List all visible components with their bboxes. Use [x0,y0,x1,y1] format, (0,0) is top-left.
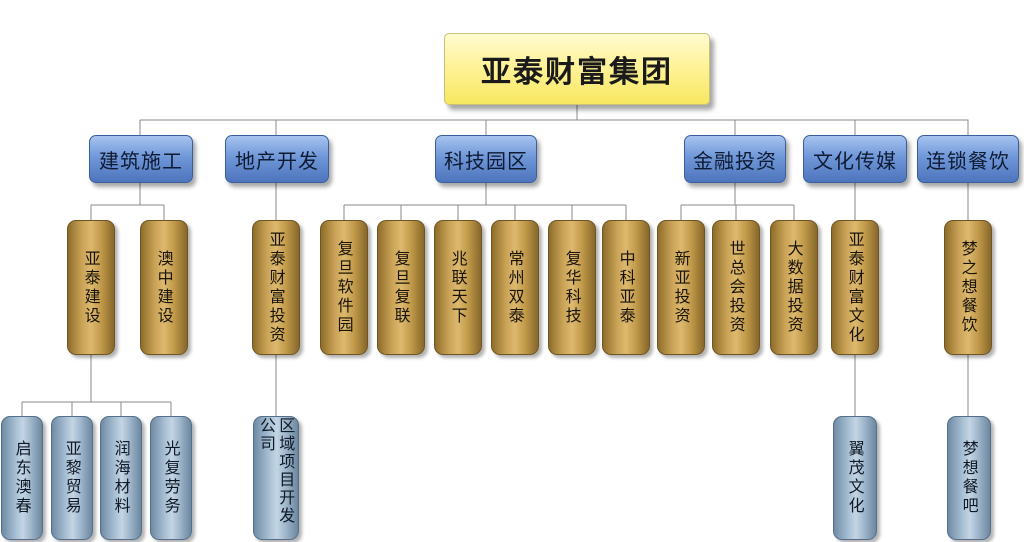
company-dashuju-touzi: 大数据投资 [770,220,818,355]
company-yatai-caifu-touzi: 亚泰财富投资 [252,220,300,355]
company-zhongke-yatai: 中科亚泰 [602,220,650,355]
subsidiary-yimao-wenhua: 翼茂文化 [833,416,877,540]
company-mengzhixiang-canyin: 梦之想餐饮 [944,220,992,355]
subsidiary-guangfu-laowu: 光复劳务 [150,416,192,540]
category-culture: 文化传媒 [803,135,907,183]
company-aozhong-jianshe: 澳中建设 [140,220,188,355]
subsidiary-runhai-cailiao: 润海材料 [100,416,142,540]
subsidiary-mengxiang-canba: 梦想餐吧 [947,416,991,540]
subsidiary-yali-maoyi: 亚黎贸易 [51,416,93,540]
company-shizonghui-touzi: 世总会投资 [712,220,760,355]
root-node: 亚泰财富集团 [444,33,710,105]
company-yatai-jianshe: 亚泰建设 [67,220,115,355]
category-catering: 连锁餐饮 [917,135,1019,183]
subsidiary-qidong-aochun: 启东澳春 [1,416,43,540]
subsidiary-quyu-xiangmu-kaifa: 区域项目开发公司 [253,416,299,540]
category-realestate: 地产开发 [225,135,329,183]
company-zhaolian-tianxia: 兆联天下 [434,220,482,355]
company-fuhua-keji: 复华科技 [548,220,596,355]
company-yatai-caifu-wenhua: 亚泰财富文化 [831,220,879,355]
category-techpark: 科技园区 [435,135,537,183]
company-fudan-ruanjianyuan: 复旦软件园 [320,220,368,355]
company-changzhou-shuangtai: 常州双泰 [491,220,539,355]
category-construction: 建筑施工 [89,135,193,183]
company-xinya-touzi: 新亚投资 [657,220,705,355]
company-fudan-fulian: 复旦复联 [377,220,425,355]
category-finance: 金融投资 [684,135,786,183]
